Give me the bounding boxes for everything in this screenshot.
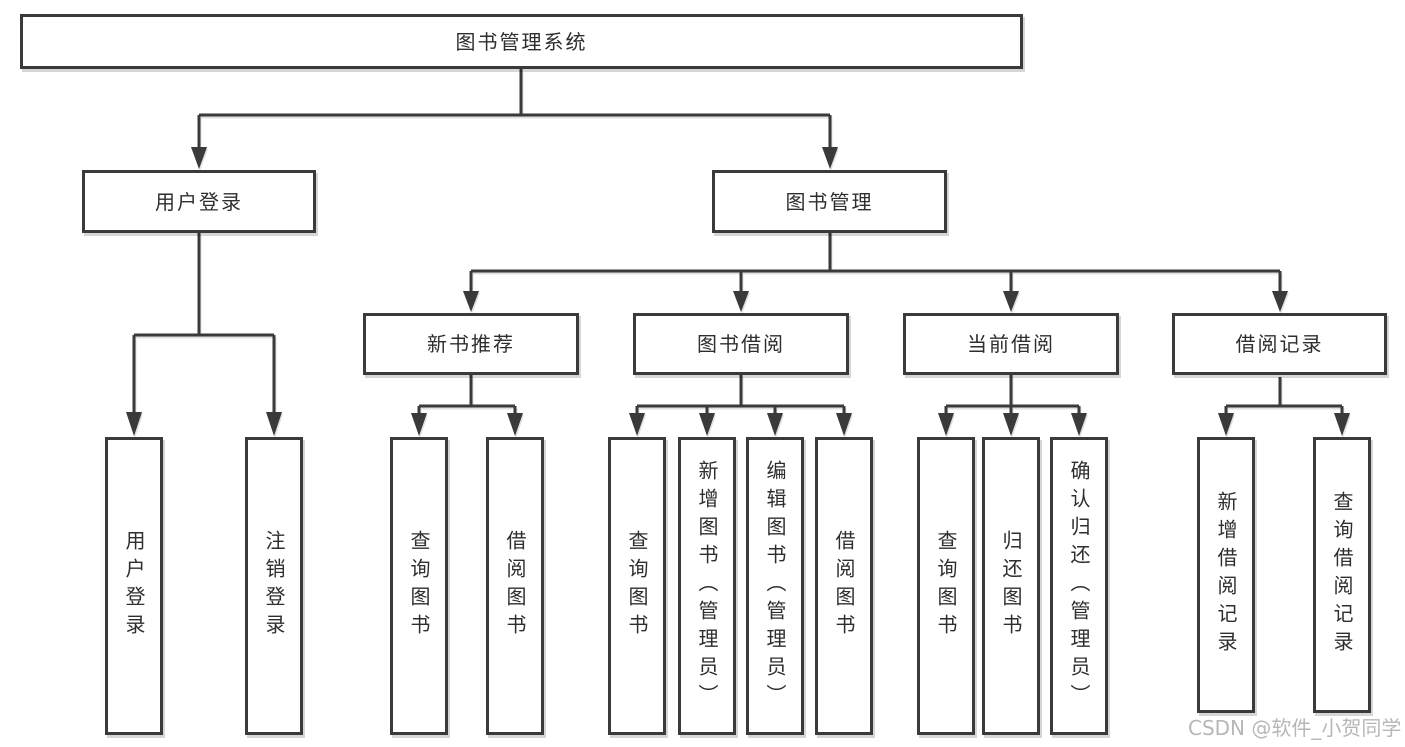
- connector-currentborrow-to-leaves: [944, 375, 1081, 415]
- leaf-current-return: 归还图书: [982, 437, 1040, 735]
- leaf-borrow-query: 查询图书: [608, 437, 666, 735]
- leaf-logout: 注销登录: [245, 437, 303, 735]
- arrowheads: [126, 147, 1350, 436]
- leaf-records-add: 新增借阅记录: [1197, 437, 1255, 713]
- leaf-borrow-add-admin: 新增图书（管理员）: [678, 437, 736, 735]
- node-user-login: 用户登录: [82, 170, 316, 233]
- node-borrow-records: 借阅记录: [1172, 313, 1387, 375]
- node-book-mgmt: 图书管理: [712, 170, 947, 233]
- node-current-borrow: 当前借阅: [903, 313, 1119, 375]
- node-root: 图书管理系统: [20, 14, 1023, 69]
- connector-bookmgmt-to-level3: [469, 232, 1282, 293]
- connector-bookborrow-to-leaves: [635, 375, 846, 415]
- node-new-books: 新书推荐: [363, 313, 579, 375]
- leaf-current-query: 查询图书: [917, 437, 975, 735]
- connector-newbooks-to-leaves: [417, 375, 517, 415]
- connector-root-to-level2: [197, 69, 832, 149]
- leaf-borrow-borrow: 借阅图书: [815, 437, 873, 735]
- connector-userlogin-to-leaves: [132, 233, 276, 414]
- connector-records-to-leaves: [1224, 377, 1344, 415]
- csdn-watermark: CSDN @软件_小贺同学: [1188, 716, 1402, 740]
- leaf-borrow-edit-admin: 编辑图书（管理员）: [746, 437, 804, 735]
- leaf-records-query: 查询借阅记录: [1313, 437, 1371, 713]
- leaf-user-login: 用户登录: [105, 437, 163, 735]
- leaf-newbooks-query: 查询图书: [390, 437, 448, 735]
- node-book-borrow: 图书借阅: [633, 313, 849, 375]
- leaf-current-confirm-admin: 确认归还（管理员）: [1050, 437, 1108, 735]
- leaf-newbooks-borrow: 借阅图书: [486, 437, 544, 735]
